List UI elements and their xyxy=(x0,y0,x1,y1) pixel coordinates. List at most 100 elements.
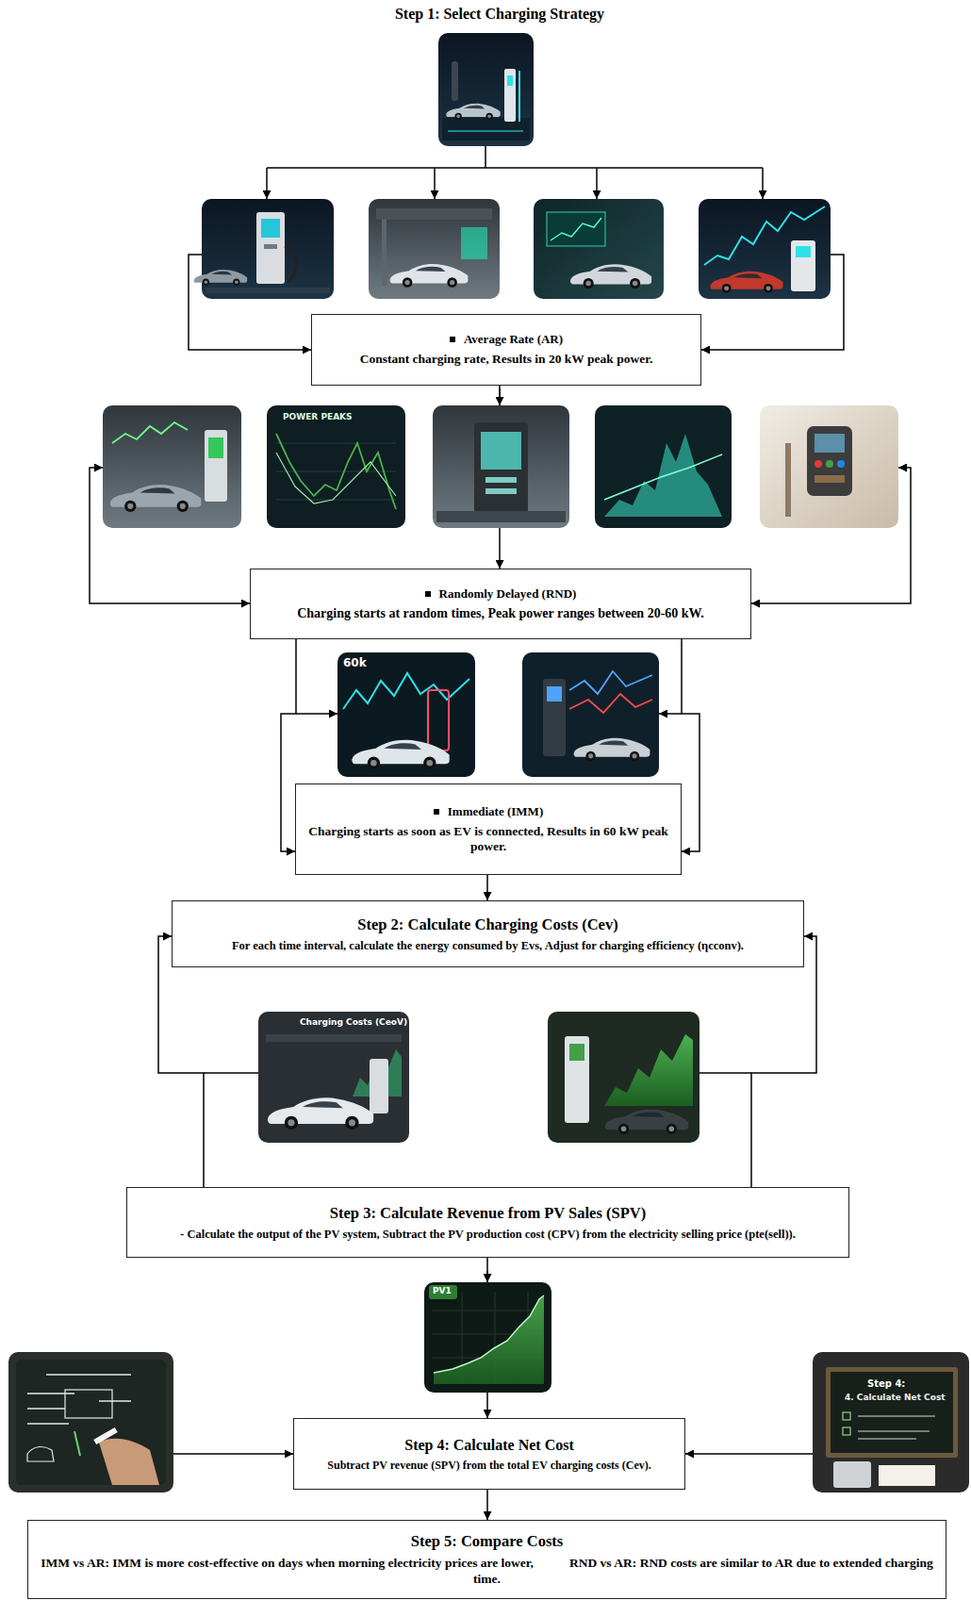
charger-lines-illustration xyxy=(522,652,659,777)
net-cost-blackboard-illustration-part xyxy=(812,1351,970,1493)
charger-lines-illustration-part xyxy=(546,686,562,702)
flow-arrow xyxy=(486,874,489,901)
pv-revenue-chart-illustration xyxy=(424,1282,552,1393)
wall-charger-illustration-part xyxy=(825,460,834,468)
charger-lines-illustration-part xyxy=(569,671,653,694)
node-body: Charging starts at random times, Peak po… xyxy=(296,606,705,623)
net-cost-blackboard-illustration-part xyxy=(878,1464,936,1486)
net-cost-blackboard-illustration-part xyxy=(833,1461,872,1488)
pv-revenue-chart-illustration-part xyxy=(431,1291,544,1384)
night-charging-illustration-part xyxy=(518,70,521,122)
green-chart-charger-illustration-part xyxy=(569,1043,585,1061)
heading-line: Immediate (IMM) xyxy=(433,804,544,820)
power-peaks-chart-illustration-part xyxy=(266,405,406,528)
price-chart-charger-illustration-part xyxy=(709,271,783,294)
flow-lines-part xyxy=(173,1452,294,1455)
node-body: Constant charging rate, Results in 20 kW… xyxy=(360,351,654,367)
net-cost-blackboard-illustration-part xyxy=(842,1427,851,1435)
pv-revenue-chart-illustration-part xyxy=(428,1284,458,1300)
step-box: Step 2: Calculate Charging Costs (Cev)Fo… xyxy=(171,900,805,968)
charger-lines-illustration-part xyxy=(543,678,566,757)
charger-illustration-part xyxy=(263,244,278,249)
illustration-text: PV1 xyxy=(432,1286,452,1297)
green-chart-charger-illustration-part xyxy=(564,1036,590,1123)
node-heading: Average Rate (AR) xyxy=(463,331,563,346)
illustration-text: POWER PEAKS xyxy=(282,412,353,423)
wall-charger-illustration-part xyxy=(814,475,845,483)
charger-illustration-part xyxy=(284,246,297,282)
wall-charger-illustration-part xyxy=(837,460,845,468)
charger-lines-illustration-part xyxy=(574,738,651,761)
charger-illustration-part xyxy=(205,287,330,294)
net-cost-blackboard-illustration-part xyxy=(857,1415,936,1439)
node-body: IMM vs AR: IMM is more cost-effective on… xyxy=(40,1555,534,1570)
charging-kiosk-illustration-part xyxy=(436,510,566,523)
peak-power-car-illustration-part xyxy=(337,652,476,777)
pv-revenue-chart-illustration-part xyxy=(433,1295,544,1384)
charger-illustration-part xyxy=(201,198,334,299)
charging-costs-illustration-part xyxy=(265,1034,402,1042)
car-chart-illustration xyxy=(102,405,242,528)
night-charging-illustration-part xyxy=(451,61,459,101)
heading-line: Randomly Delayed (RND) xyxy=(425,586,577,602)
price-chart-charger-illustration-part xyxy=(795,246,811,258)
step-box: Step 4: Calculate Net CostSubtract PV re… xyxy=(293,1417,686,1490)
node-heading: Step 5: Compare Costs xyxy=(411,1531,563,1550)
blackboard-hand-illustration-part xyxy=(16,1359,166,1485)
flow-arrow xyxy=(751,936,817,1187)
garage-car-illustration xyxy=(368,198,500,299)
charger-illustration-part xyxy=(194,269,247,286)
charger-lines-illustration-part xyxy=(522,652,659,777)
car-screen-illustration-part xyxy=(546,212,606,247)
charging-costs-illustration-part xyxy=(369,1058,389,1114)
night-charging-illustration-part xyxy=(438,32,534,147)
flow-arrow xyxy=(681,639,700,852)
green-chart-charger-illustration-part xyxy=(547,1011,700,1143)
net-cost-blackboard-illustration-part xyxy=(825,1366,958,1458)
flow-arrow xyxy=(158,936,204,1187)
net-cost-blackboard-illustration-part xyxy=(842,1412,851,1420)
charger-lines-illustration-part xyxy=(569,693,653,713)
car-chart-illustration-part xyxy=(102,405,242,528)
wall-charger-illustration-part xyxy=(759,405,899,528)
flow-lines-part xyxy=(498,388,501,406)
charging-costs-illustration-part xyxy=(267,1097,374,1130)
power-peaks-chart-illustration-part xyxy=(276,433,396,510)
night-charging-illustration-part xyxy=(504,68,516,122)
charging-kiosk-illustration xyxy=(432,405,570,528)
car-screen-illustration xyxy=(533,198,664,299)
heading-line: Step 4: Calculate Net Cost xyxy=(404,1435,575,1454)
price-chart-charger-illustration xyxy=(698,198,831,299)
charger-illustration xyxy=(194,198,334,299)
green-chart-charger-illustration-part xyxy=(604,1034,693,1106)
body-row: IMM vs AR: IMM is more cost-effective on… xyxy=(39,1555,935,1588)
wall-charger-illustration-part xyxy=(814,460,823,468)
blackboard-hand-illustration-part xyxy=(74,1431,81,1456)
flow-lines-part xyxy=(433,167,436,199)
heading-line: Step 3: Calculate Revenue from PV Sales … xyxy=(329,1203,646,1223)
wall-charger-illustration-part xyxy=(814,433,845,453)
charging-kiosk-illustration-part xyxy=(480,431,522,470)
illustration-text: 4. Calculate Net Cost xyxy=(844,1393,946,1403)
night-charging-illustration xyxy=(438,32,534,147)
step-box: Step 3: Calculate Revenue from PV Sales … xyxy=(126,1186,850,1258)
charging-costs-illustration-part xyxy=(258,1011,410,1143)
garage-car-illustration-part xyxy=(390,263,469,288)
car-screen-illustration-part xyxy=(570,263,652,289)
blackboard-hand-illustration-part xyxy=(27,1374,132,1424)
blackboard-hand-illustration-part xyxy=(98,1438,160,1485)
flow-lines-part xyxy=(203,1071,259,1074)
node-body: - Calculate the output of the PV system,… xyxy=(180,1227,796,1242)
step-box: Step 5: Compare CostsIMM vs AR: IMM is m… xyxy=(27,1519,947,1599)
night-charging-illustration-part xyxy=(445,103,500,120)
area-chart-illustration-part xyxy=(594,405,732,528)
night-charging-illustration-part xyxy=(447,130,524,132)
illustration-text: Charging Costs (CeoV) xyxy=(299,1018,408,1028)
green-chart-charger-illustration xyxy=(547,1011,700,1143)
peak-power-car-illustration-part xyxy=(427,690,449,751)
charging-kiosk-illustration-part xyxy=(432,405,570,528)
night-charging-illustration-part xyxy=(442,117,530,141)
blackboard-hand-illustration-part xyxy=(65,1389,113,1418)
price-chart-charger-illustration-part xyxy=(698,198,831,299)
node-heading: Randomly Delayed (RND) xyxy=(439,586,577,601)
